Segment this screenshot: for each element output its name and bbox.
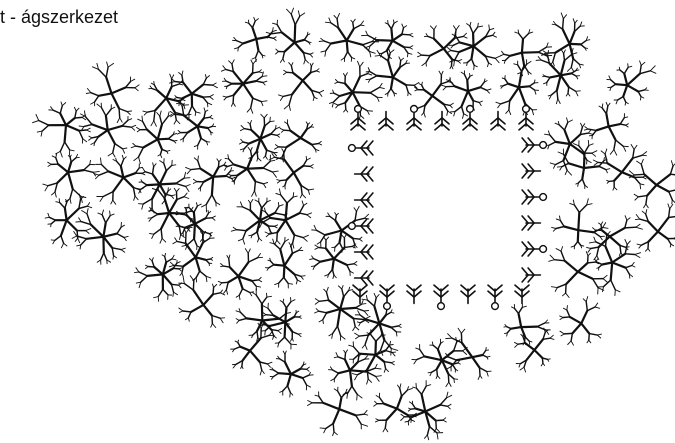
arrow-branch-icon (353, 285, 367, 303)
branch-tree-icon (549, 247, 608, 298)
branch-tree-icon (94, 155, 146, 204)
arrow-branch-icon (522, 216, 540, 230)
branch-tree-icon (231, 198, 287, 244)
circle-node-icon (463, 106, 477, 130)
branch-tree-icon (374, 384, 417, 432)
branch-tree-icon (501, 30, 552, 76)
arrow-branch-icon (379, 112, 393, 130)
branch-tree-icon (43, 154, 100, 204)
circle-node-icon (380, 285, 394, 309)
branch-tree-icon (412, 337, 467, 386)
circle-node-icon (488, 285, 502, 309)
branch-tree-icon (366, 48, 419, 96)
branch-tree-icon (266, 8, 313, 64)
branch-tree-icon (221, 60, 267, 114)
branch-tree-icon (310, 234, 357, 279)
branch-tree-icon (585, 102, 629, 155)
branch-tree-icon (179, 276, 225, 328)
branch-tree-icon (355, 293, 402, 355)
branch-tree-icon (515, 328, 555, 372)
branch-tree-icon (635, 204, 675, 251)
branch-tree-icon (233, 17, 277, 61)
branch-tree-icon (265, 237, 305, 288)
branch-tree-icon (312, 206, 369, 252)
branch-tree-icon (315, 286, 371, 341)
branch-tree-icon (442, 71, 491, 119)
branch-tree-icon (418, 26, 468, 69)
square-border-group (349, 106, 547, 310)
branch-tree-icon (629, 159, 675, 207)
arrow-branch-icon (407, 285, 421, 303)
circle-node-icon (522, 190, 546, 204)
branch-tree-icon (587, 216, 643, 260)
branch-tree-icon (269, 148, 314, 198)
branch-tree-icon (186, 156, 236, 212)
branch-tree-icon (236, 289, 291, 341)
branch-tree-icon (319, 13, 378, 61)
circle-node-icon (522, 242, 546, 256)
branch-tree-icon (560, 297, 602, 346)
arrow-branch-icon (491, 112, 505, 130)
branch-tree-icon (607, 61, 656, 105)
arrow-branch-icon (522, 268, 540, 282)
branch-tree-icon (414, 71, 453, 117)
branch-tree-icon (308, 387, 368, 435)
branch-tree-icon (557, 140, 609, 188)
branch-tree-icon (72, 209, 128, 265)
circle-node-icon (522, 138, 546, 152)
diagram-title: t - ágszerkezet (0, 7, 118, 28)
arrow-branch-icon (355, 271, 373, 285)
branch-tree-icon (270, 351, 313, 397)
circle-node-icon (349, 141, 373, 155)
branch-tree-icon (135, 254, 183, 302)
branch-tree-icon (170, 103, 215, 150)
branch-tree-icon (231, 323, 275, 375)
branch-tree-icon (170, 71, 218, 118)
branch-tree-icon (362, 20, 414, 60)
branch-tree-icon (137, 159, 191, 213)
arrow-branch-icon (355, 167, 373, 181)
circle-node-icon (434, 285, 448, 309)
branch-tree-icon (240, 114, 280, 161)
arrow-branch-icon (461, 285, 475, 303)
branch-tree-icon (279, 63, 324, 111)
circle-node-icon (407, 106, 421, 130)
arrow-branch-icon (355, 193, 373, 207)
branch-tree-icon (86, 62, 139, 123)
branch-tree-icon (275, 120, 322, 162)
arrow-branch-icon (515, 285, 529, 303)
branch-tree-icon (349, 330, 396, 384)
branch-tree-icon (169, 228, 214, 282)
branch-tree-icon (224, 147, 279, 196)
branch-tree-icon (496, 60, 539, 115)
circle-node-icon (349, 219, 373, 233)
arrow-branch-icon (522, 164, 540, 178)
